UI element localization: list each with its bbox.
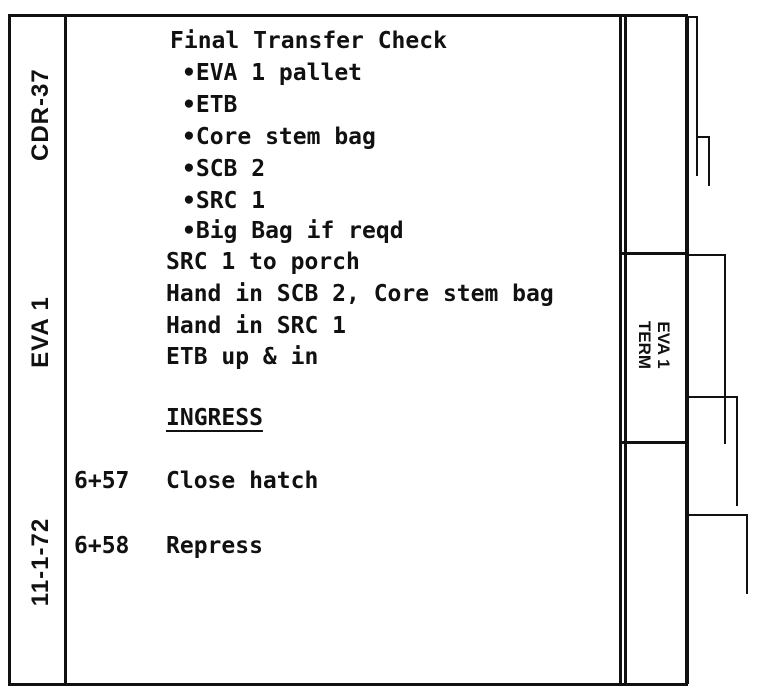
ingress-heading: INGRESS	[166, 405, 263, 431]
timeline-action: Repress	[166, 533, 263, 559]
transfer-item: •ETB	[182, 92, 238, 118]
spine-label-bottom: 11-1-72	[27, 517, 54, 607]
procedure-step: SRC 1 to porch	[166, 249, 360, 275]
timeline-time: 6+57	[74, 468, 130, 494]
tab-line-1: EVA 1	[654, 321, 673, 369]
spine-label-middle: EVA 1	[27, 296, 54, 368]
tab-line-2: TERM	[635, 320, 654, 370]
page-frame	[8, 14, 688, 686]
transfer-item: •SCB 2	[182, 156, 266, 182]
section-title: Final Transfer Check	[170, 28, 447, 54]
tab-box-bottom	[622, 441, 688, 444]
tab-column-left-border	[624, 14, 627, 686]
procedure-step: Hand in SCB 2, Core stem bag	[166, 281, 554, 307]
content-right-border	[619, 14, 622, 686]
transfer-item: •Core stem bag	[182, 124, 376, 150]
tab-box-top	[622, 252, 688, 255]
procedure-step: Hand in SRC 1	[166, 313, 347, 339]
transfer-item: •EVA 1 pallet	[182, 60, 363, 86]
tab-step-1	[686, 16, 689, 684]
tab-step-2-top	[696, 136, 710, 138]
transfer-item: •Big Bag if reqd	[182, 218, 404, 244]
timeline-time: 6+58	[74, 533, 130, 559]
tab-step-4-top	[686, 396, 738, 398]
tab-step-4-right	[736, 396, 738, 506]
tab-step-5-right	[746, 514, 748, 594]
tab-step-1-top	[686, 16, 698, 18]
tab-step-3-top	[686, 254, 726, 256]
eva-term-tab-label: EVA 1 TERM	[635, 295, 673, 395]
tab-step-3-right	[724, 254, 726, 444]
tab-step-1-right	[696, 16, 698, 176]
procedure-step: ETB up & in	[166, 344, 319, 370]
tab-step-2-right	[708, 136, 710, 186]
timeline-action: Close hatch	[166, 468, 319, 494]
transfer-item: •SRC 1	[182, 188, 266, 214]
spine-label-top: CDR-37	[27, 68, 54, 161]
tab-step-5-top	[686, 514, 748, 516]
spine-divider	[64, 14, 67, 686]
